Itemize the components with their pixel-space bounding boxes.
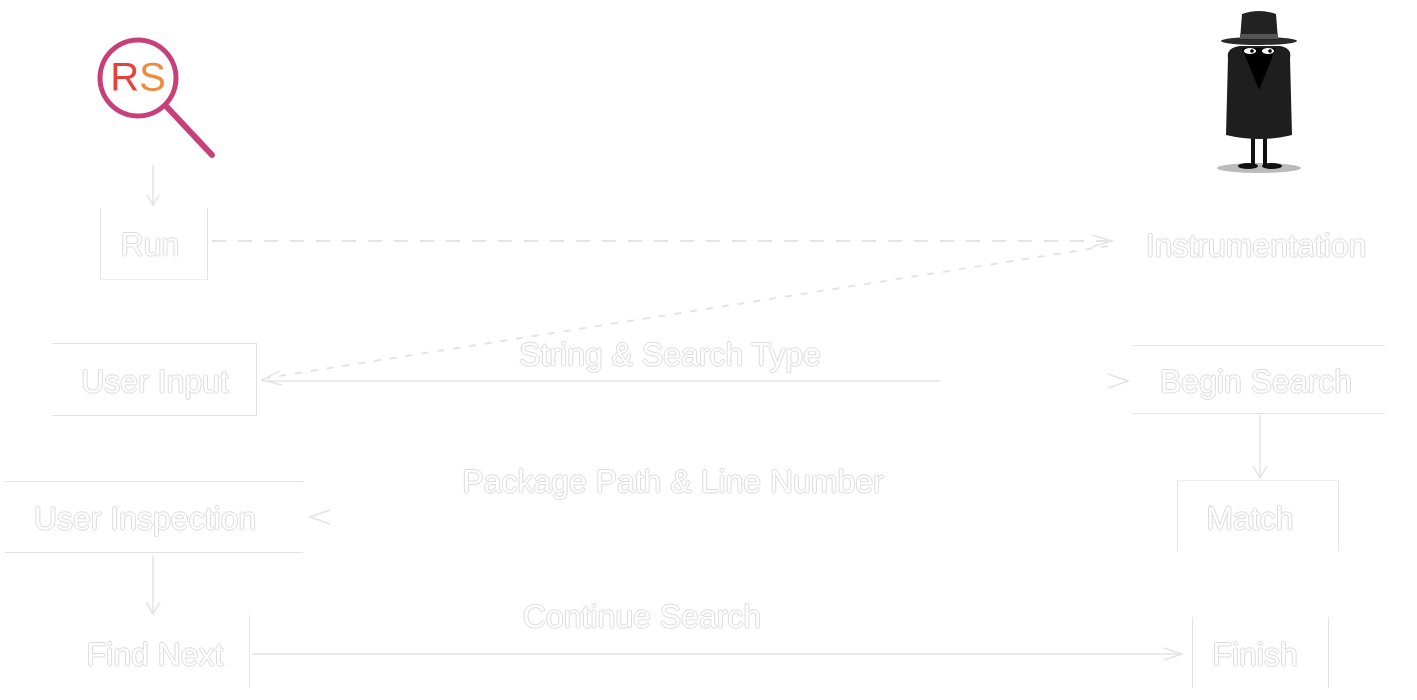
rs-logo [97,37,215,158]
begin-search-label: Begin Search [1159,363,1353,400]
user-inspection-node[interactable] [5,481,303,553]
user-input-label: User Input [81,363,229,400]
finish-label: Finish [1212,636,1298,673]
user-input-node[interactable] [52,343,257,416]
match-label: Match [1206,500,1294,537]
spy-icon [1217,11,1301,173]
begin-search-node[interactable] [1133,345,1385,414]
package-path-line-label: Package Path & Line Number [462,463,884,500]
string-search-type-label: String & Search Type [519,336,821,373]
finish-node[interactable] [1192,617,1329,688]
rs-logo-text: RS [110,55,166,100]
run-label: Run [120,226,180,263]
run-node[interactable] [100,208,208,280]
instrumentation-label: Instrumentation [1145,227,1367,264]
find-next-label: Find Next [86,636,224,673]
user-inspection-label: User Inspection [33,500,257,537]
continue-search-label: Continue Search [522,598,762,635]
match-node[interactable] [1177,480,1339,551]
find-next-node[interactable] [60,615,250,688]
